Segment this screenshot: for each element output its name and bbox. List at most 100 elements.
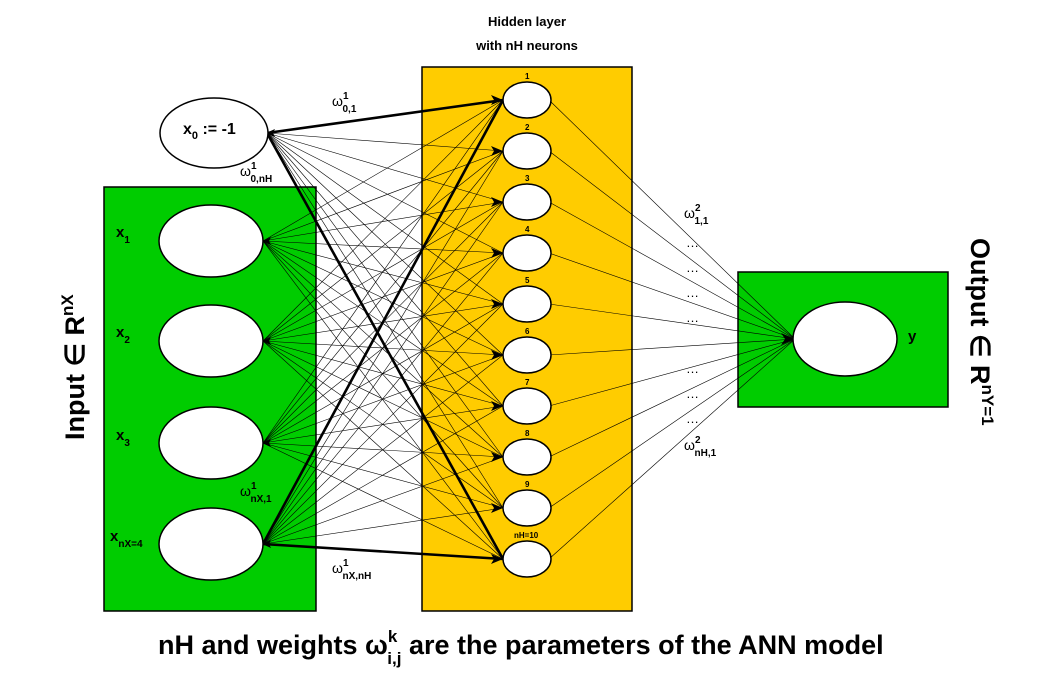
arrow-head [266,129,275,137]
arrow-head [491,197,503,207]
ellipsis-mark: … [686,361,699,376]
hidden-neuron-index-label: nH=10 [514,531,539,540]
input-hidden-connection [266,132,504,407]
input-hidden-connection [262,201,504,545]
hidden-neuron [502,387,552,425]
input-hidden-connection [262,240,504,356]
hidden-neuron [502,336,552,374]
ellipsis-mark: … [686,310,699,325]
arrow-head [491,401,503,411]
arrow-head [491,503,503,513]
input-hidden-connection [262,456,504,545]
input-hidden-connection [262,405,504,545]
input-hidden-connection [262,240,504,305]
input-hidden-connection [266,132,504,203]
arrow-head [262,337,271,345]
input-hidden-connection [262,240,504,560]
input-label-x3: x3 [116,427,130,449]
hidden-output-connection [548,338,796,509]
input-hidden-connection [262,354,504,444]
hidden-neuron-index-label: 9 [525,480,530,489]
input-neuron [158,204,264,278]
highlighted-weight-connection [262,542,504,561]
arrow-head [781,333,795,345]
input-hidden-connection [262,99,504,444]
hidden-neuron-index-label: 7 [525,378,530,387]
hidden-layer-title-line2: with nH neurons [475,38,578,53]
input-hidden-connection [262,150,504,242]
input-hidden-connection [262,252,504,545]
input-hidden-connection [262,99,504,342]
ellipsis-mark: … [686,386,699,401]
highlighted-weight-connection [266,98,504,135]
hidden-output-connection [548,303,796,340]
bias-node-label: x0 := -1 [183,121,236,142]
hidden-output-connection [548,252,796,340]
arrow-head [491,299,503,309]
hidden-neuron-index-label: 1 [525,72,530,81]
input-hidden-connection [262,150,504,444]
input-label-xnX: xnX=4 [110,528,143,550]
input-space-title: Input ∈ RnX [58,294,90,440]
input-hidden-connection [266,132,504,152]
input-hidden-connection [262,442,504,458]
arrow-head [491,95,503,105]
hidden-neuron-index-label: 4 [525,225,530,234]
hidden-neuron [502,489,552,527]
input-hidden-connection [262,99,504,242]
hidden-output-connection [548,338,796,560]
hidden-neuron [502,81,552,119]
hidden-output-connection [548,99,796,340]
hidden-neuron [502,234,552,272]
arrow-head [262,237,271,245]
input-hidden-connection [262,303,504,545]
input-hidden-connection [262,442,504,509]
input-hidden-connection [262,201,504,242]
hidden-neuron [502,438,552,476]
hidden-output-connection [548,338,796,407]
hidden-output-connection [548,201,796,340]
input-hidden-connection [266,132,504,356]
hidden-neuron [502,285,552,323]
output-neuron [792,301,898,377]
hidden-neuron [502,183,552,221]
hidden-output-connection [548,338,796,356]
input-hidden-connection [262,240,504,254]
hidden-layer-title-line1: Hidden layer [488,14,566,29]
bias-node [159,97,269,169]
input-label-x2: x2 [116,324,130,346]
highlighted-weight-connection [265,132,505,560]
input-hidden-connection [266,132,504,254]
input-hidden-connection [262,442,504,560]
highlighted-connections [261,95,795,564]
ellipsis-marks: … … … … … … … [686,235,699,426]
arrow-head [491,554,503,564]
input-hidden-connection [262,405,504,444]
hidden-output-connection [548,338,796,458]
input-hidden-connection [262,150,504,342]
input-hidden-connection [262,354,504,545]
input-neuron [158,304,264,378]
output-space-title: Output ∈ RnY=1 [965,238,997,426]
input-hidden-connection [262,507,504,545]
hidden-neuron-index-label: 2 [525,123,530,132]
output-label-y: y [908,328,917,345]
input-label-x1: x1 [116,224,130,246]
input-hidden-connection [262,240,504,509]
hidden-neuron [502,132,552,170]
hidden-neuron-index-label: 3 [525,174,530,183]
arrow-head [491,350,503,360]
ellipsis-mark: … [686,235,699,250]
ellipsis-mark: … [686,260,699,275]
arrow-head [262,439,271,447]
hidden-neuron-index-label: 8 [525,429,530,438]
